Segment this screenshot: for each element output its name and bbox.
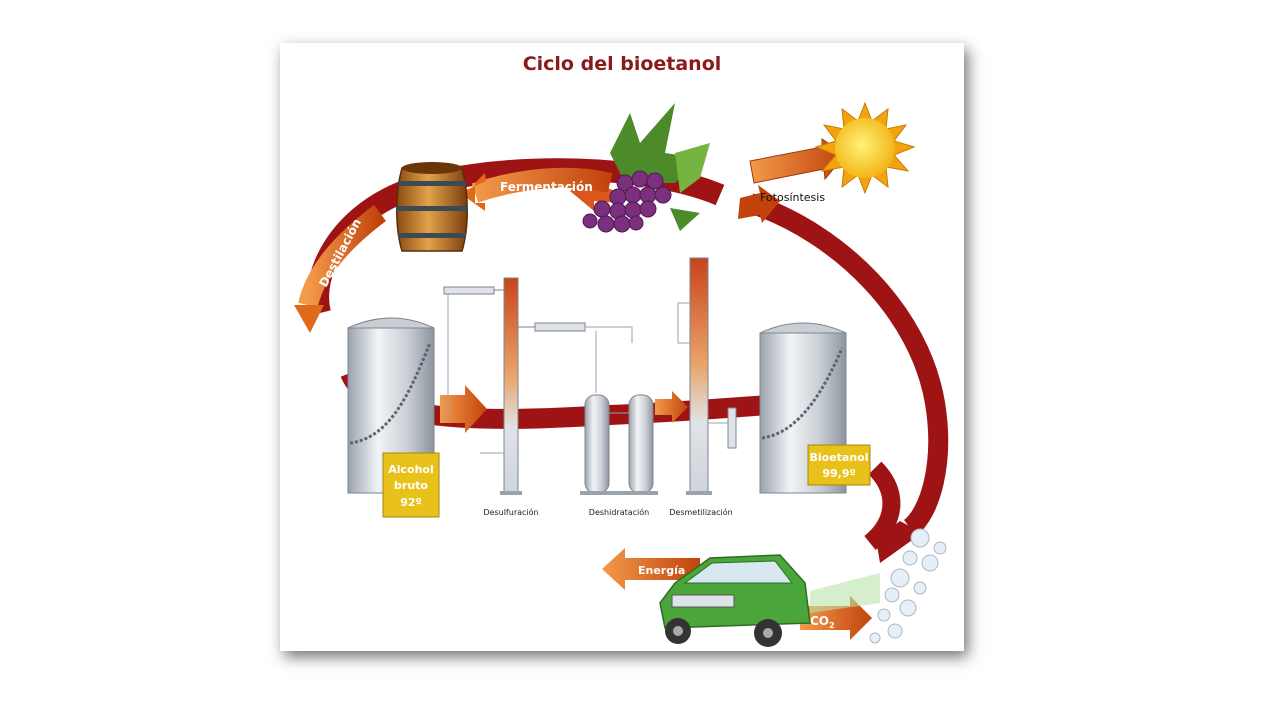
process-arrows — [294, 138, 922, 640]
destilacion-band — [298, 205, 387, 308]
fermentacion-band — [471, 167, 613, 203]
deshidratacion-label: Deshidratación — [589, 507, 649, 517]
co2-subscript: 2 — [829, 621, 835, 630]
energia-label: Energía — [638, 564, 685, 577]
diagram-card: Ciclo del bioetanol — [280, 43, 964, 651]
co2-label: CO2 — [810, 614, 835, 630]
bioetanol-label-box — [807, 444, 871, 486]
co2-text: CO — [810, 614, 829, 628]
diagram-title: Ciclo del bioetanol — [522, 53, 722, 75]
energia-arrow — [602, 548, 700, 590]
bioethanol-cycle-diagram: Fotosíntesis Fermentación Destilación Al… — [294, 101, 949, 647]
car-icon — [659, 554, 880, 647]
desmetilizacion-label: Desmetilización — [669, 507, 732, 517]
alcohol-label-line3: 92º — [400, 496, 422, 509]
fermentacion-label: Fermentación — [500, 180, 593, 194]
return-arrow — [738, 185, 780, 223]
distillation-plant — [443, 257, 737, 495]
bioetanol-label-line2: 99,9º — [822, 467, 855, 480]
alcohol-label-line2: bruto — [394, 479, 428, 492]
bioetanol-label-line1: Bioetanol — [809, 451, 868, 464]
grapes-icon — [582, 103, 710, 233]
tank-to-plant-arrow — [440, 385, 487, 433]
alcohol-label-box — [382, 452, 440, 518]
plant-mid-arrow — [655, 391, 688, 423]
exhaust-bubbles — [869, 528, 947, 644]
alcohol-label-line1: Alcohol — [388, 463, 434, 476]
to-car-arrow — [876, 521, 922, 563]
sun-icon — [814, 101, 916, 195]
barrel-icon — [396, 162, 468, 252]
desulfuracion-label: Desulfuración — [483, 507, 538, 517]
fotosintesis-label: Fotosíntesis — [760, 191, 825, 204]
